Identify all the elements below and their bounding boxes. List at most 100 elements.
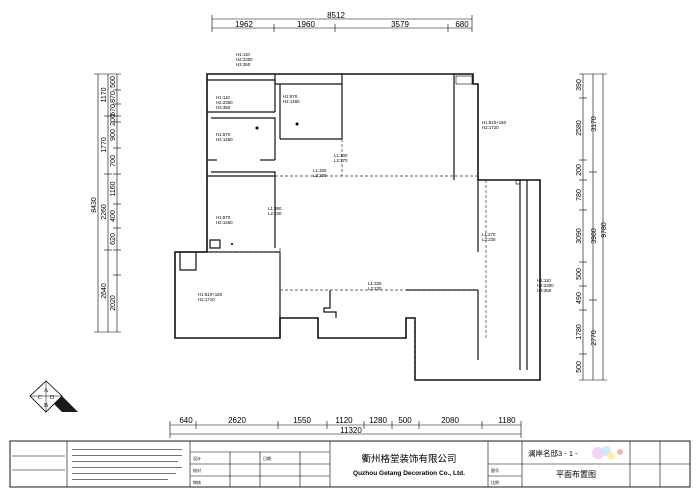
right-inner-dim-9: 500 (576, 361, 583, 373)
right-inner-dim-2: 2580 (576, 120, 583, 136)
left-outer-dim-4: 2640 (101, 283, 108, 299)
logo-letter-d: D (50, 395, 55, 401)
title-field-review: 审核 (193, 479, 201, 485)
logo-hatched-wedge (54, 396, 78, 412)
title-field-check: 校对 (193, 467, 201, 473)
left-inner-dim-9: 620 (110, 233, 117, 245)
room-label-6-h2: H2:1460 (216, 220, 233, 225)
logo-letter-b: B (44, 403, 48, 409)
left-inner-dim-2: 870 (110, 91, 117, 103)
beam-label-2: L1:330 L2:230 (313, 168, 327, 178)
room-label-6-h1: H1:870 (216, 215, 231, 220)
right-inner-dim-1: 390 (576, 79, 583, 91)
bottom-dim-6: 500 (398, 416, 412, 425)
beam-label-2-a: L1:330 (313, 168, 327, 173)
left-total-dimension: 8430 (91, 197, 98, 213)
beam-label-3-b: L2:230 (268, 211, 282, 216)
left-inner-dim-4: 200 (110, 114, 117, 126)
left-inner-dim-3: 670 (110, 104, 117, 116)
beam-label-1-a: L1:100 (334, 153, 348, 158)
top-total-dimension: 8512 (327, 11, 345, 20)
title-field-date: 日期 (263, 455, 271, 461)
beam-label-4-b: L2:230 (482, 237, 496, 242)
floor-drain-mark (295, 122, 299, 126)
left-inner-dim-8: 400 (110, 210, 117, 222)
beam-label-1-b: L2:170 (334, 158, 348, 163)
beam-label-5: L1:330 L2:230 (368, 281, 382, 291)
room-label-1-h3: H3:350 (236, 62, 251, 67)
right-total-dimension: 9780 (601, 222, 608, 238)
room-label-1: H1:110 H2:2300 H3:350 (236, 52, 253, 67)
beam-dashed-lines (207, 139, 487, 380)
right-inner-dim-7: 490 (576, 292, 583, 304)
right-outer-dim-1: 3170 (591, 116, 598, 132)
left-inner-dim-7: 1160 (110, 181, 117, 196)
bottom-dim-5: 1280 (369, 416, 387, 425)
top-dim-1: 1962 (235, 20, 253, 29)
outer-walls (174, 73, 541, 381)
right-inner-dim-4: 780 (576, 189, 583, 201)
title-field-scale: 比例 (491, 479, 499, 485)
room-label-2: H1:110 H2:2350 H3:350 (216, 95, 233, 110)
title-field-design: 设计 (193, 455, 201, 461)
beam-label-4-a: L1:270 (482, 232, 496, 237)
bottom-total-dimension: 11320 (340, 426, 362, 435)
top-dim-3: 3579 (391, 20, 409, 29)
left-inner-dim-5: 900 (110, 129, 117, 141)
top-dim-4: 680 (455, 20, 469, 29)
room-label-2-h1: H1:110 (216, 95, 230, 100)
left-outer-dim-1: 1170 (101, 87, 108, 102)
room-label-5-h2: H2:1720 (482, 125, 499, 130)
right-inner-dim-8: 1780 (576, 324, 583, 340)
room-label-2-h3: H3:350 (216, 105, 231, 110)
bottom-dim-3: 1550 (293, 416, 311, 425)
project-name: 澜岸名邸3 - 1 - (528, 448, 578, 458)
title-block (9, 440, 691, 488)
room-label-5: H1:810+160 H2:1720 (482, 120, 507, 130)
right-inner-dim-6: 500 (576, 268, 583, 280)
room-label-6: H1:870 H2:1460 (216, 215, 233, 225)
bottom-dim-4: 1120 (335, 416, 353, 425)
right-inner-dim-5: 3090 (576, 228, 583, 244)
bottom-dimension-chain (169, 421, 522, 438)
floor-drain-mark-3 (231, 243, 233, 245)
title-field-number: 图号 (491, 467, 499, 473)
bottom-dim-7: 2080 (441, 416, 459, 425)
beam-label-2-b: L2:230 (313, 173, 327, 178)
top-dim-2: 1960 (297, 20, 315, 29)
beam-label-4: L1:270 L2:230 (482, 232, 496, 242)
interior-walls (175, 74, 528, 370)
room-label-3: H1:870 H2:1460 (283, 94, 300, 104)
right-outer-dim-3: 2770 (591, 330, 598, 346)
room-label-4-h2: H2:1460 (216, 137, 233, 142)
project-color-swatch (592, 446, 623, 460)
room-label-4: H1:870 H2:1460 (216, 132, 233, 142)
room-label-5-h1: H1:810+160 (482, 120, 507, 125)
bottom-dim-2: 2620 (228, 416, 246, 425)
beam-label-3: L1:350 L2:230 (268, 206, 282, 216)
right-inner-dim-3: 200 (576, 164, 583, 176)
room-label-8-h1: H1:110 (537, 278, 551, 283)
room-label-8: H1:110 H2:2300 H3:350 (537, 278, 554, 293)
left-dimension-chain (94, 73, 121, 333)
room-label-3-h2: H2:1460 (283, 99, 300, 104)
logo-letter-c: C (38, 395, 42, 401)
room-label-2-h2: H2:2350 (216, 100, 233, 105)
beam-label-5-b: L2:230 (368, 286, 382, 291)
room-label-8-h3: H3:350 (537, 288, 552, 293)
bottom-dim-1: 640 (179, 416, 193, 425)
left-outer-dim-2: 1770 (101, 137, 108, 153)
right-outer-dim-2: 3980 (591, 228, 598, 244)
left-inner-dim-6: 700 (110, 155, 117, 167)
company-name-en: Quzhou Getang Decoration Co., Ltd. (353, 470, 465, 477)
drawing-title: 平面布置图 (556, 469, 596, 479)
company-name-cn: 衢州格堂装饰有限公司 (361, 453, 456, 465)
left-outer-dim-3: 2260 (101, 204, 108, 220)
room-label-4-h1: H1:870 (216, 132, 231, 137)
right-dimension-chain (579, 73, 607, 381)
beam-label-3-a: L1:350 (268, 206, 282, 211)
beam-label-1: L1:100 L2:170 (334, 153, 348, 163)
left-inner-dim-1: 500 (110, 76, 117, 88)
logo-letter-a: A (44, 388, 49, 394)
